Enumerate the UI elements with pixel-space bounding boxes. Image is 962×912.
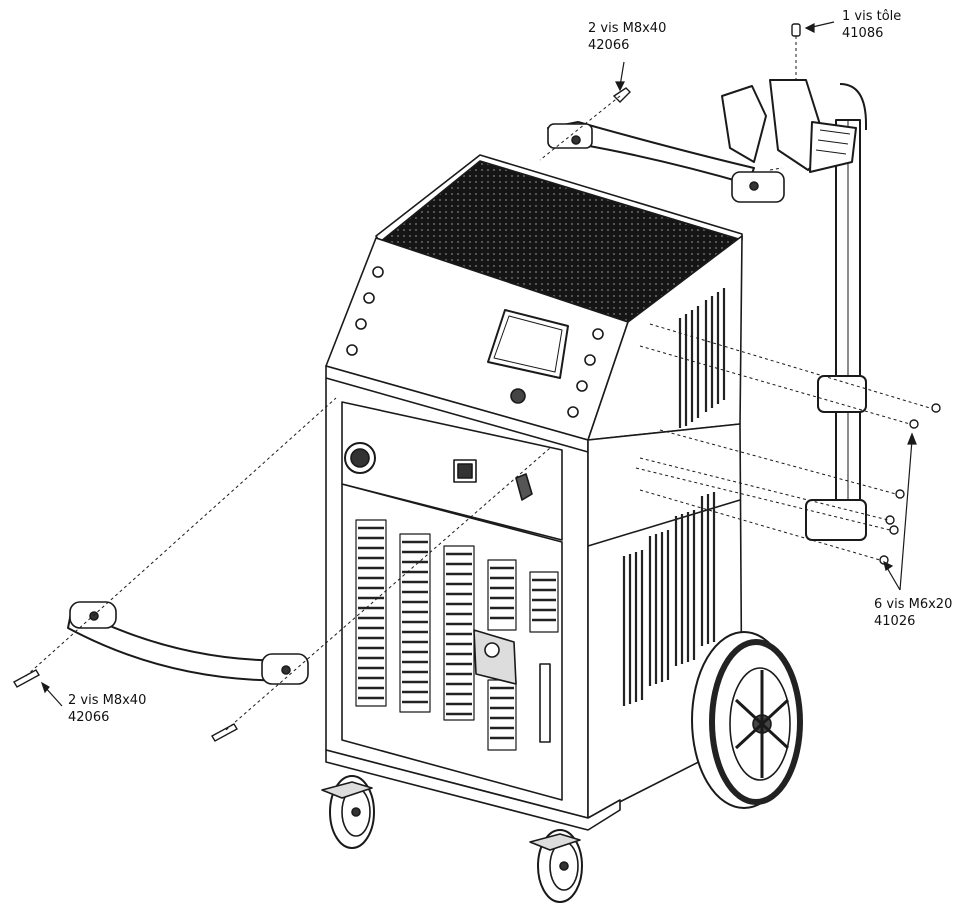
panel-knob [510,388,526,404]
callout-bracket-ref: 41026 [874,614,916,629]
switch [515,473,533,501]
assembly-lines [25,36,931,731]
callout-front-handle-ref: 42066 [68,710,110,725]
callout-sheet-screw-text: 1 vis tôle [842,9,902,24]
front-handle [67,601,309,685]
callout-front-handle-screws: 2 vis M8x40 42066 [68,692,146,726]
torch-holder [721,79,867,541]
holder-clamp-lower [805,499,867,541]
screw-front-1 [13,669,40,688]
cabinet [325,154,743,831]
callout-top-handle-ref: 42066 [588,38,630,53]
panel-holes-left [346,266,384,356]
screw-sheet [791,23,801,37]
front-caster-right [529,829,583,903]
callout-sheet-screw-ref: 41086 [842,26,884,41]
rear-wheel [691,631,803,809]
screw-side [879,403,941,565]
side-vents-upper [678,288,726,428]
callout-front-handle-text: 2 vis M8x40 [68,693,147,708]
front-caster-left [321,775,375,849]
panel-holes-right [567,328,604,418]
door-handle [539,663,551,743]
callout-top-handle-screws: 2 vis M8x40 42066 [588,20,666,54]
callout-bracket-text: 6 vis M6x20 [874,597,953,612]
callout-sheet-screw: 1 vis tôle 41086 [842,8,901,42]
screw-handle-top [612,87,631,103]
top-handle [547,121,785,203]
side-vents-lower [622,492,716,706]
screw-front-2 [211,723,238,742]
screws [13,23,941,742]
callout-bracket-screws: 6 vis M6x20 41026 [874,596,952,630]
leader-arrows [40,21,917,707]
callout-top-handle-text: 2 vis M8x40 [588,21,667,36]
